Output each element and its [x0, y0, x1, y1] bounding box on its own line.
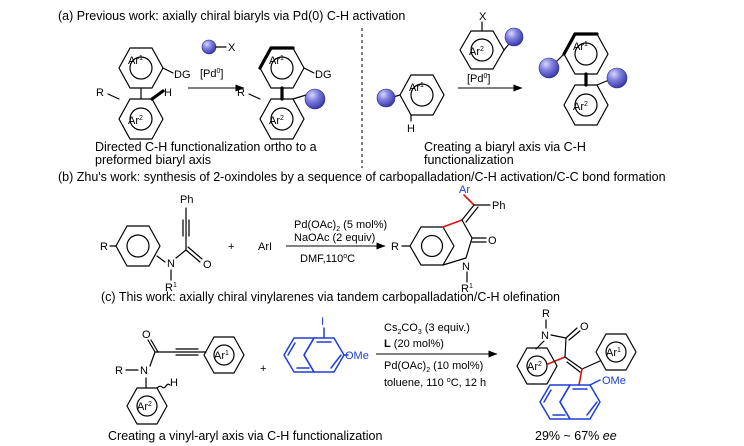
section-c-title: (c) This work: axially chiral vinylarene…: [101, 290, 560, 304]
b-r-label: R: [100, 241, 108, 253]
a1p-ar2-label: Ar2: [269, 115, 284, 127]
c-n-label: N: [140, 365, 148, 377]
c-caption: Creating a vinyl-aryl axis via C-H funct…: [108, 429, 382, 443]
a2p-ar2-label: Ar2: [573, 101, 588, 113]
section-a-title: (a) Previous work: axially chiral biaryl…: [58, 9, 405, 23]
a1-product-ball-icon: [304, 88, 326, 110]
b-prod-r-label: R: [391, 241, 399, 253]
b-prod-o-label: O: [488, 235, 497, 247]
a1-reagent-ball-icon: [201, 39, 217, 55]
a2-reagent-x: X: [479, 11, 487, 23]
b-ph-label: Ph: [180, 194, 193, 206]
a1-catalyst: [Pd0]: [200, 68, 223, 80]
a1-ar2-label: Ar2: [128, 115, 143, 127]
a2-product-ball-left-icon: [538, 57, 560, 79]
b-cond-1: Pd(OAc)2 (5 mol%): [294, 219, 387, 233]
b-cond-3: DMF,110oC: [300, 253, 355, 265]
c-prod-ar2-label: Ar2: [527, 361, 542, 373]
c-prod-ome-label: OMe: [602, 375, 626, 387]
c-h-label: H: [170, 377, 178, 389]
c-vinylarene-product: R N O Ar2 Ar1 OMe: [516, 308, 637, 420]
a2-biaryl-product: Ar1 Ar2: [538, 32, 628, 126]
c-ome-reagent-label: OMe: [345, 350, 369, 362]
a1-dg-label: DG: [174, 69, 191, 81]
c-prod-o-label: O: [580, 321, 589, 333]
a1p-ar1-label: Ar1: [269, 55, 284, 67]
c-o-label: O: [142, 329, 151, 341]
a2-catalyst: [Pd0]: [467, 73, 490, 85]
c-iodo-label: I: [321, 316, 324, 328]
b-prod-r1-label: R1: [461, 283, 473, 295]
c-plus: +: [260, 363, 266, 375]
a1-biaryl-product: Ar1 Ar2 DG R: [237, 46, 332, 140]
a1-biaryl-substrate: Ar1 Ar2 DG R H: [96, 47, 191, 140]
c-ee: 29% ~ 67% ee: [535, 429, 617, 443]
b-n-label: N: [167, 258, 175, 270]
a1p-r-label: R: [237, 87, 245, 99]
c-cond-1: Cs2CO3 (3 equiv.): [384, 322, 470, 336]
c-prod-r-label: R: [542, 308, 550, 320]
c-iodonaphthalene-reagent: I OMe: [283, 316, 369, 373]
c-cond-3: Pd(OAc)2 (10 mol%): [384, 360, 483, 374]
a2-ar1-label: Ar1: [409, 82, 424, 94]
a2p-ar1-label: Ar1: [573, 41, 588, 53]
b-alkynamide-substrate: Ph O N R1 R: [100, 194, 212, 294]
b-prod-ar-label: Ar: [459, 184, 470, 196]
a-left-caption-1: Directed C-H functionalization ortho to …: [95, 140, 317, 154]
a2-h-label: H: [407, 123, 415, 135]
a2-aryl-halide-reagent: X Ar2 [Pd0]: [459, 11, 524, 85]
b-o-label: O: [203, 259, 212, 271]
c-cond-4: toluene, 110 oC, 12 h: [384, 377, 486, 389]
a2-reagent-ball-icon: [504, 27, 524, 47]
a1-ar1-label: Ar1: [128, 55, 143, 67]
a1-reagent-x: X: [228, 42, 236, 54]
a1p-dg-label: DG: [315, 69, 332, 81]
c-prod-ar1-label: Ar1: [606, 347, 621, 359]
c-alkynamide-substrate: R N O Ar1 Ar2 H: [115, 329, 245, 425]
a1-r-label: R: [96, 87, 104, 99]
c-r-label: R: [115, 365, 123, 377]
b-prod-ph-label: Ph: [492, 200, 505, 212]
b-plus: +: [228, 241, 234, 253]
b-reagent: ArI: [258, 241, 272, 253]
a1-reagent: X [Pd0]: [200, 39, 236, 80]
a2-reagent-ar2: Ar2: [469, 46, 484, 58]
a2-substrate-ball-icon: [376, 88, 396, 108]
c-ar2-label: Ar2: [137, 401, 152, 413]
b-prod-n-label: N: [462, 261, 470, 273]
a-left-caption-2: preformed biaryl axis: [95, 153, 211, 167]
b-r1-label: R1: [165, 282, 177, 294]
c-prod-n-label: N: [541, 330, 549, 342]
a1-h-label: H: [164, 87, 172, 99]
c-cond-2: L (20 mol%): [384, 338, 444, 350]
a2-arene-substrate: Ar1 H: [376, 74, 445, 135]
a-right-caption-1: Creating a biaryl axis via C-H: [424, 140, 586, 154]
section-b-title: (b) Zhu's work: synthesis of 2-oxindoles…: [58, 170, 666, 184]
a-right-caption-2: functionalization: [424, 153, 514, 167]
a2-product-ball-right-icon: [606, 67, 628, 89]
b-oxindole-product: R O N R1 Ar Ph: [391, 184, 505, 295]
c-ar1-label: Ar1: [214, 350, 229, 362]
b-cond-2: NaOAc (2 equiv): [294, 232, 375, 244]
